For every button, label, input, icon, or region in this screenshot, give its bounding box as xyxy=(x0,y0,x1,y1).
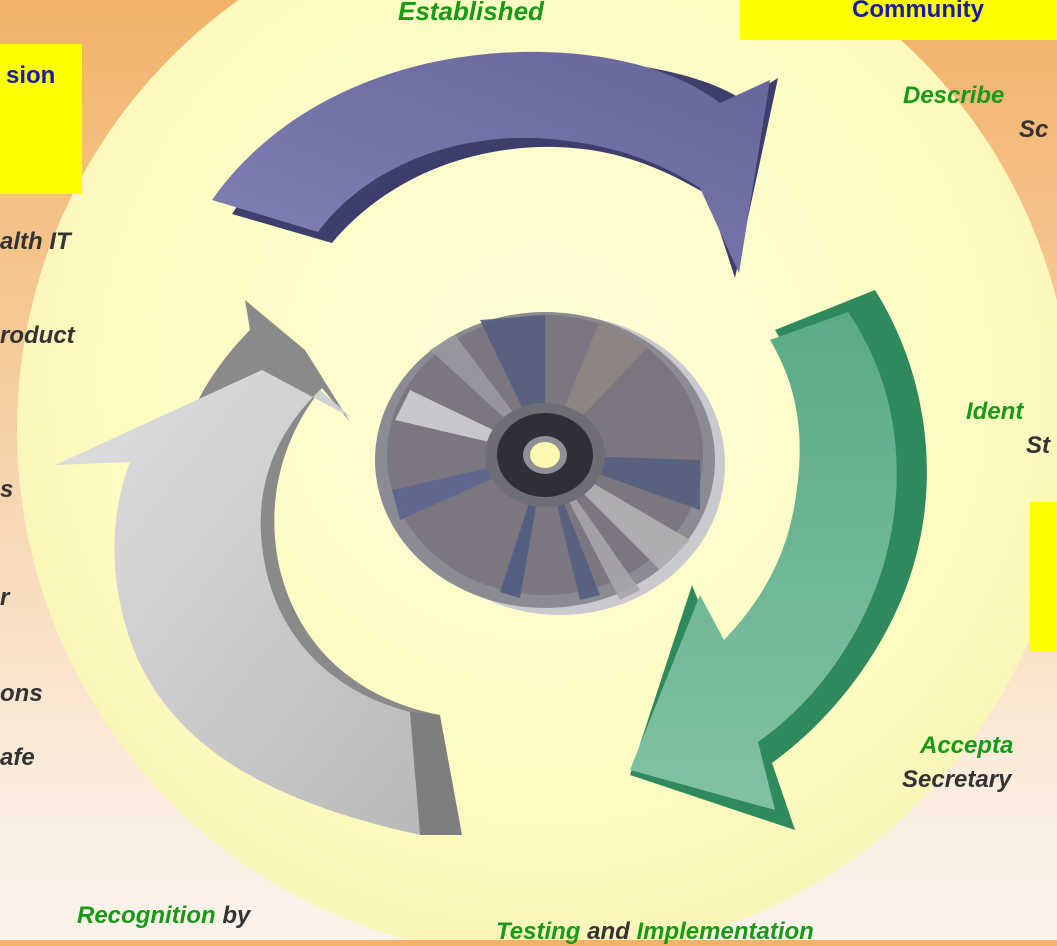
left-item-product: roduct xyxy=(0,322,75,349)
cycle-arrow-left-icon xyxy=(55,300,462,835)
described-sub-label: Sc xyxy=(1019,116,1049,143)
left-item-afe: afe xyxy=(0,744,35,771)
cycle-arrow-top-icon xyxy=(212,51,778,278)
left-item-ons: ons xyxy=(0,680,43,707)
recognition-green-text: Recognition xyxy=(77,902,216,929)
testing-label: Testing and Implementation xyxy=(496,918,814,946)
left-item-r: r xyxy=(0,584,10,611)
compact-disc-icon xyxy=(375,312,725,615)
identified-label: Ident xyxy=(966,398,1024,425)
established-label: Established xyxy=(398,0,544,26)
left-highlight-box xyxy=(0,44,82,194)
recognition-rest-text: by xyxy=(215,902,251,929)
community-highlight-box xyxy=(740,0,1057,40)
described-label: Describe xyxy=(903,82,1005,109)
left-item-s: s xyxy=(0,476,14,503)
left-box-title: sion xyxy=(6,62,56,89)
cycle-arrow-right-icon xyxy=(630,290,927,830)
testing-mid-text: and xyxy=(580,918,637,945)
acceptance-sub-label: Secretary xyxy=(902,766,1012,793)
implementation-green-text: Implementation xyxy=(636,918,814,945)
recognition-label: Recognition by xyxy=(77,902,250,930)
right-highlight-box xyxy=(1030,502,1057,652)
testing-green-text: Testing xyxy=(496,918,581,945)
acceptance-label: Accepta xyxy=(920,732,1014,759)
left-item-health-it: alth IT xyxy=(0,228,71,255)
community-label: Community xyxy=(852,0,984,23)
identified-sub-label: St xyxy=(1026,432,1050,459)
